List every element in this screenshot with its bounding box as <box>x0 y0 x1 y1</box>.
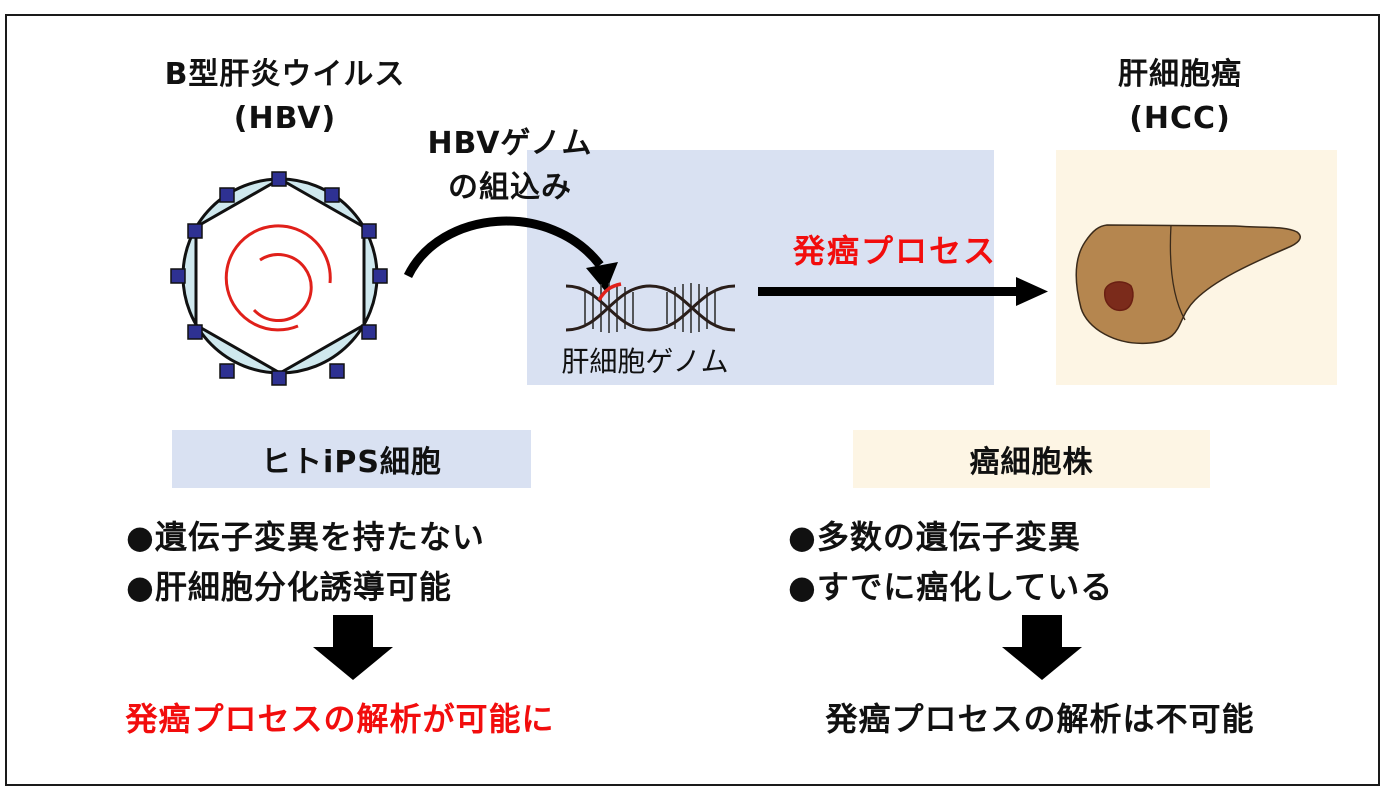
liver-with-tumor-icon <box>1075 224 1301 345</box>
cancer-bullet-list: ●多数の遺伝子変異 ●すでに癌化している <box>788 512 1113 612</box>
ips-cell-label: ヒトiPS細胞 <box>261 445 442 480</box>
integration-label: HBVゲノム の組込み <box>400 122 620 210</box>
hbv-title-line2: (HBV) <box>233 101 337 136</box>
cancer-conclusion: 発癌プロセスの解析は不可能 <box>825 700 1255 738</box>
cancer-bullet-item: ●すでに癌化している <box>788 568 1114 606</box>
carcinogenesis-process-label: 発癌プロセス <box>792 232 997 270</box>
hbv-title: B型肝炎ウイルス (HBV) <box>120 53 450 141</box>
ips-conclusion: 発癌プロセスの解析が可能に <box>125 700 555 738</box>
hepatocyte-genome-label: 肝細胞ゲノム <box>561 345 729 378</box>
down-arrow-left <box>313 615 393 680</box>
hbv-virus-icon <box>170 171 388 386</box>
integration-label-line1: HBVゲノム <box>427 126 593 161</box>
dna-icon <box>565 282 736 333</box>
ips-bullet-list: ●遺伝子変異を持たない ●肝細胞分化誘導可能 <box>126 512 485 612</box>
figure-frame <box>5 14 1380 786</box>
cancer-cell-line-label-box: 癌細胞株 <box>853 430 1210 488</box>
hcc-title-line2: (HCC) <box>1129 101 1231 136</box>
ips-bullet-item: ●肝細胞分化誘導可能 <box>126 568 452 606</box>
ips-cell-label-box: ヒトiPS細胞 <box>172 430 531 488</box>
cancer-bullet-item: ●多数の遺伝子変異 <box>788 518 1081 556</box>
hcc-title-line1: 肝細胞癌 <box>1118 57 1242 92</box>
ips-bullet-item: ●遺伝子変異を持たない <box>126 518 485 556</box>
integration-arrow <box>403 216 618 292</box>
cancer-cell-line-label: 癌細胞株 <box>969 445 1094 480</box>
down-arrow-right <box>1002 615 1082 680</box>
hcc-title: 肝細胞癌 (HCC) <box>1080 53 1280 141</box>
integration-label-line2: の組込み <box>448 170 572 205</box>
hbv-title-line1: B型肝炎ウイルス <box>164 57 406 92</box>
process-arrow <box>758 277 1048 306</box>
